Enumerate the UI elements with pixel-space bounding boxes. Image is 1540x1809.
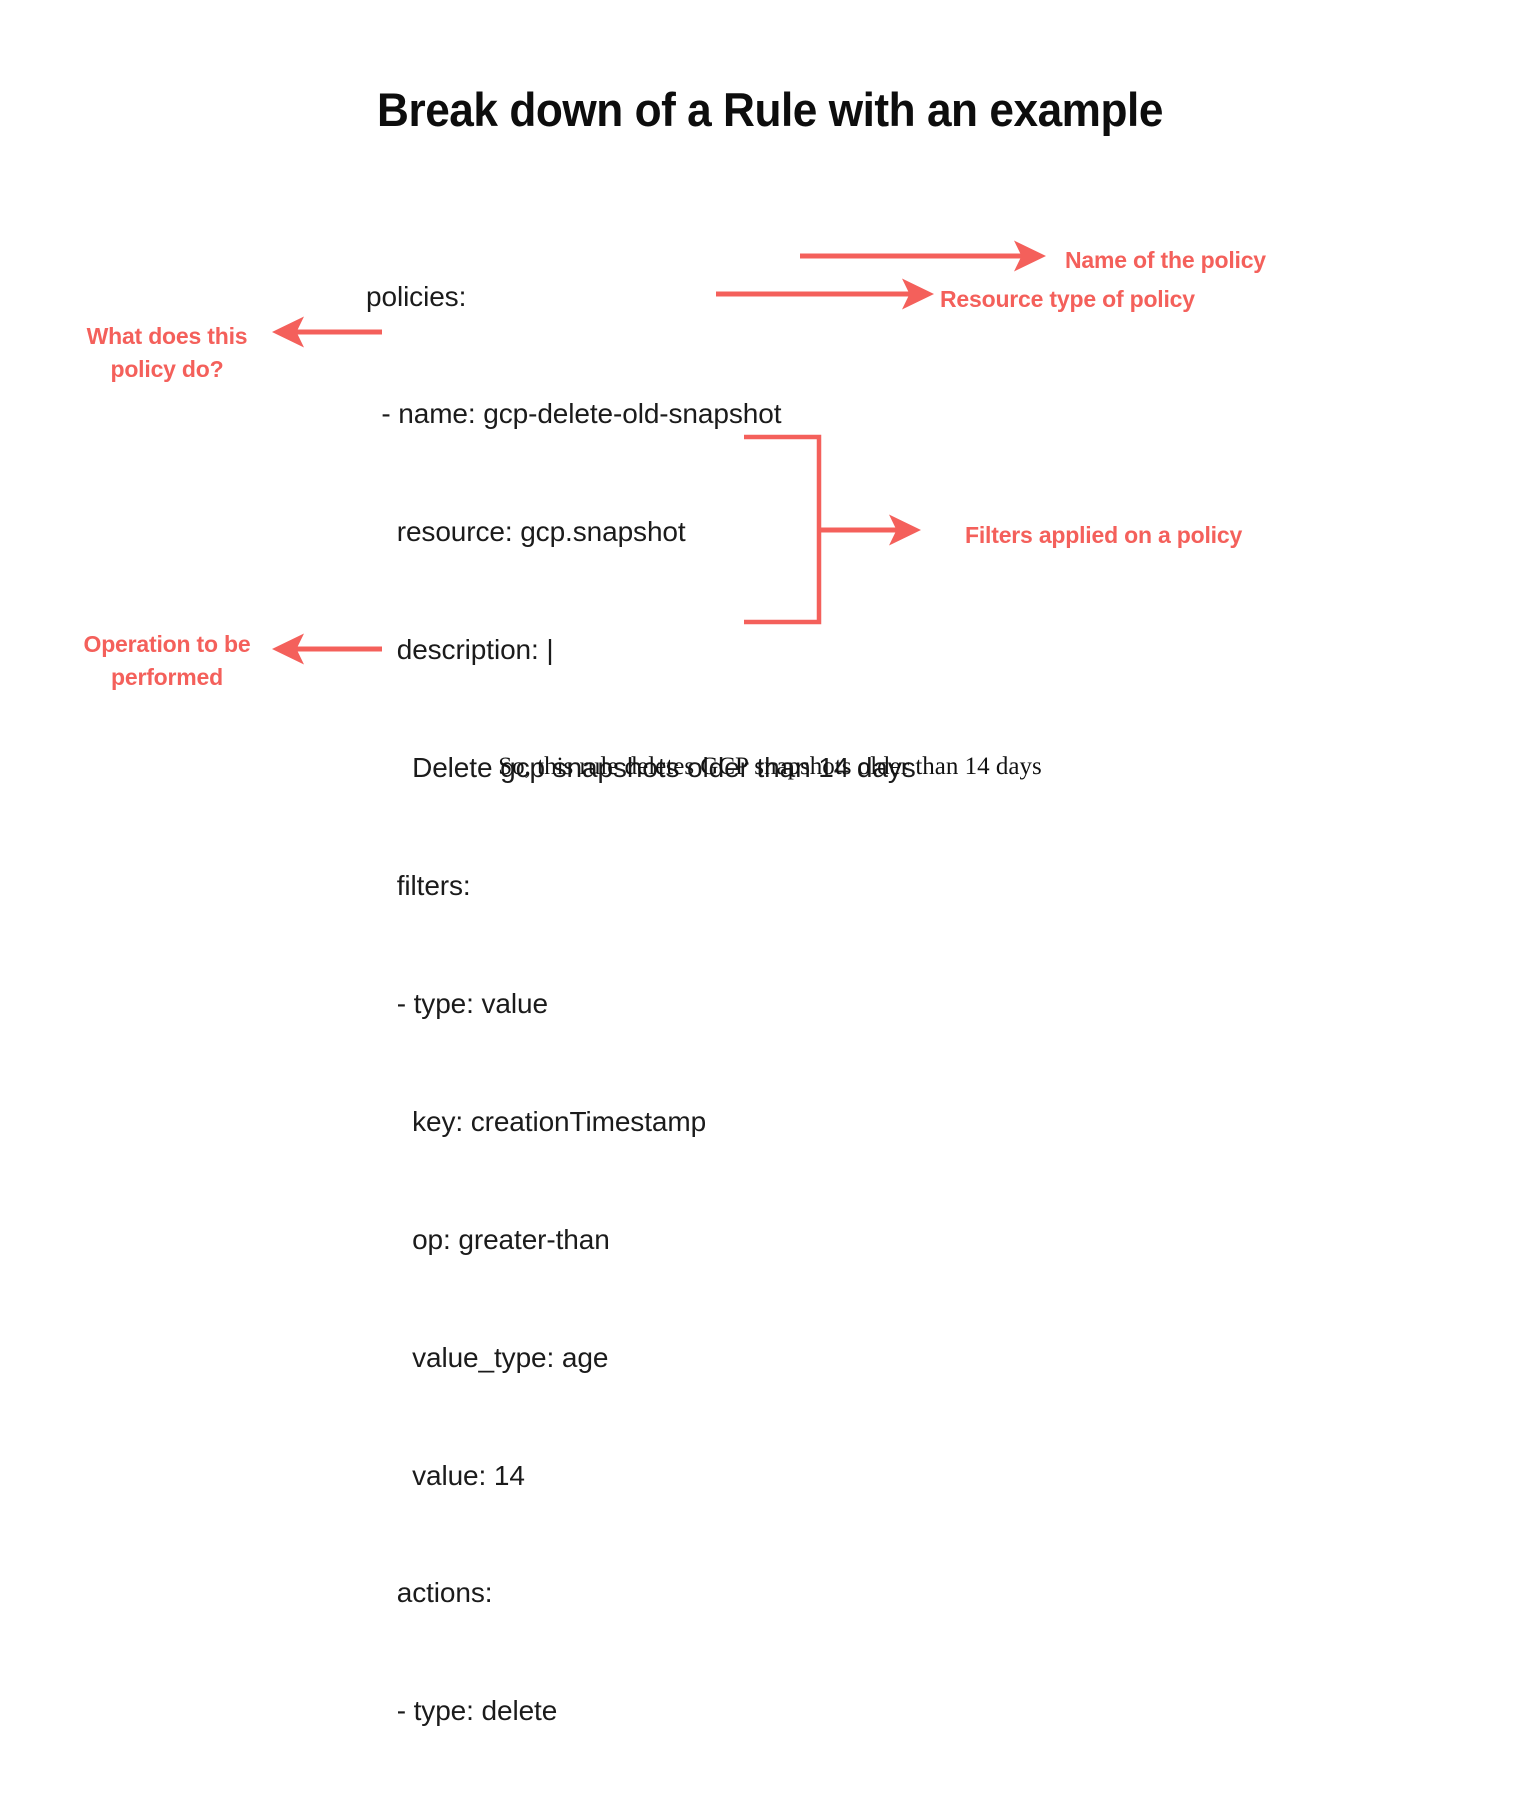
- yaml-line-name: - name: gcp-delete-old-snapshot: [366, 398, 782, 430]
- yaml-line-description-text: Delete gcp snapshots older than 14 days: [366, 752, 916, 784]
- yaml-line-filter-value-type: value_type: age: [366, 1341, 609, 1373]
- yaml-line-resource: resource: gcp.snapshot: [366, 516, 686, 548]
- annotation-name-of-policy: Name of the policy: [1065, 247, 1266, 273]
- annotation-what-does-policy-do: What does this policy do?: [86, 323, 248, 382]
- yaml-line-filter-type: - type: value: [366, 987, 548, 1019]
- yaml-policy-block: policies: - name: gcp-delete-old-snapsho…: [366, 198, 916, 1809]
- yaml-line-actions: actions:: [366, 1577, 493, 1609]
- yaml-line-description: description: |: [366, 634, 554, 666]
- yaml-line-filter-value: value: 14: [366, 1459, 525, 1491]
- yaml-line-filter-key: key: creationTimestamp: [366, 1105, 707, 1137]
- yaml-line-policies: policies:: [366, 280, 467, 312]
- annotation-filters-applied: Filters applied on a policy: [965, 522, 1243, 548]
- yaml-line-filter-op: op: greater-than: [366, 1223, 610, 1255]
- annotation-resource-type: Resource type of policy: [940, 286, 1195, 312]
- summary-caption: So, this rule deletes GCP snapshots olde…: [498, 753, 1042, 780]
- slide-canvas: Break down of a Rule with an example pol…: [83, 83, 1267, 1727]
- page-title: Break down of a Rule with an example: [377, 83, 1163, 136]
- yaml-line-action-type: - type: delete: [366, 1695, 558, 1727]
- yaml-line-filters: filters:: [366, 870, 471, 902]
- annotation-operation-performed: Operation to be performed: [83, 631, 251, 690]
